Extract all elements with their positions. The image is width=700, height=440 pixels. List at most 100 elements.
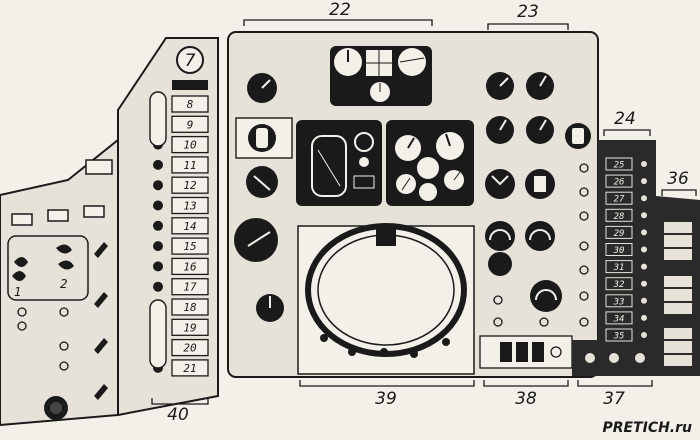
callout-22: 22	[329, 0, 351, 20]
bracket-36	[661, 189, 697, 196]
switch-label-box	[171, 318, 209, 336]
indicator-lamp	[635, 353, 645, 363]
indicator-lamp	[17, 307, 27, 317]
indicator-label-box	[605, 328, 633, 342]
switch-knob[interactable]	[153, 200, 163, 211]
gauge	[398, 48, 426, 76]
indicator-lamp	[59, 341, 69, 351]
switch-row[interactable]: 14	[153, 217, 209, 235]
callout-36: 36	[667, 169, 689, 189]
indicator-lamp	[579, 163, 589, 173]
rocker-switch[interactable]	[664, 276, 692, 314]
indicator-lamp	[59, 361, 69, 371]
switch-label: 9	[187, 118, 194, 131]
switch-row[interactable]: 15	[153, 237, 209, 255]
switch-row[interactable]: 16	[153, 257, 209, 276]
switch-label-box	[171, 135, 209, 154]
indicator-label-box	[605, 243, 633, 256]
left-side-panel: 1 2	[0, 137, 119, 427]
gauge	[485, 221, 515, 251]
indicator-lamp	[539, 317, 549, 327]
toggle-group[interactable]	[149, 299, 167, 369]
switch-knob[interactable]	[153, 281, 163, 292]
indicator-label: 28	[614, 212, 625, 222]
toggle-switch[interactable]	[94, 384, 108, 400]
indicator-row: 34	[605, 311, 647, 325]
switch-label: 12	[183, 179, 197, 192]
switch-label-box	[171, 237, 209, 255]
panel-36	[656, 196, 700, 376]
indicator-lamp	[609, 353, 619, 363]
indicator-label-box	[605, 260, 633, 274]
indicator-label-box	[605, 225, 633, 239]
rotary-knob[interactable]	[488, 252, 512, 276]
switch-knob[interactable]	[153, 180, 163, 191]
indicator-label-box	[605, 277, 633, 291]
switch-label: 19	[183, 321, 196, 334]
callout-7: 7	[185, 51, 196, 71]
bracket-23	[487, 23, 569, 30]
indicator-label: 33	[613, 297, 625, 307]
indicator-lamp	[641, 297, 647, 304]
watermark: PRETICH.ru	[602, 420, 692, 436]
switch-knob[interactable]	[153, 241, 163, 252]
indicator-lamp	[641, 161, 647, 167]
indicator-lamp	[579, 317, 589, 327]
indicator-row: 25	[605, 157, 647, 171]
indicator-lamp	[579, 241, 589, 251]
indicator-label: 30	[613, 246, 625, 256]
switch-label-box	[171, 217, 209, 235]
indicator-lamp	[579, 187, 589, 197]
switch-label-box	[171, 196, 209, 215]
indicator-lamp	[641, 246, 647, 253]
navigation-panel	[296, 120, 382, 206]
bracket-40	[151, 398, 209, 405]
toggle-switch[interactable]	[94, 292, 108, 308]
bracket-39	[299, 380, 475, 387]
rocker-switch[interactable]	[664, 328, 692, 366]
callout-37: 37	[603, 389, 625, 409]
lever-2-label: 2	[60, 277, 68, 291]
indicator-lamp	[641, 263, 647, 270]
indicator-row: 28	[605, 208, 647, 222]
switch-row[interactable]: 11	[153, 156, 209, 174]
switch-knob[interactable]	[153, 220, 163, 231]
switch-knob[interactable]	[153, 159, 163, 170]
bracket-22	[243, 19, 433, 26]
callout-23: 23	[517, 2, 539, 22]
switch-knob[interactable]	[153, 261, 163, 272]
rocker-switch[interactable]	[664, 222, 692, 260]
rocker-switch[interactable]	[532, 342, 544, 362]
gauge	[417, 157, 439, 179]
indicator-row: 29	[605, 225, 647, 239]
lever-2[interactable]	[56, 244, 74, 270]
switch-label: 18	[183, 301, 197, 314]
indicator-lamp	[579, 211, 589, 221]
switch-row[interactable]: 13	[153, 196, 209, 215]
indicator-row: 26	[605, 174, 647, 188]
switch-label: 16	[183, 260, 197, 273]
switch-row[interactable]: 17	[153, 278, 209, 296]
rocker-switch[interactable]	[500, 342, 512, 362]
main-instrument-panel	[227, 31, 599, 378]
indicator-lamp	[17, 321, 27, 331]
lever-1[interactable]	[12, 257, 28, 281]
lever-1-label: 1	[14, 285, 22, 299]
indicator-label-box	[605, 174, 633, 188]
callout-39: 39	[375, 389, 397, 409]
toggle-group[interactable]	[149, 91, 167, 147]
indicator-row: 33	[605, 294, 647, 308]
lever-frame	[7, 235, 89, 301]
indicator-lamp	[59, 307, 69, 317]
switch-label-box	[171, 176, 209, 194]
rocker-switch[interactable]	[516, 342, 528, 362]
toggle-switch[interactable]	[94, 242, 108, 258]
toggle-switch[interactable]	[94, 338, 108, 354]
bracket-38	[483, 380, 569, 387]
gauge	[530, 280, 562, 312]
switch-label-box	[171, 298, 209, 316]
switch-row[interactable]: 12	[153, 176, 209, 194]
callout-24: 24	[614, 109, 636, 129]
switch-label: 21	[183, 362, 196, 375]
